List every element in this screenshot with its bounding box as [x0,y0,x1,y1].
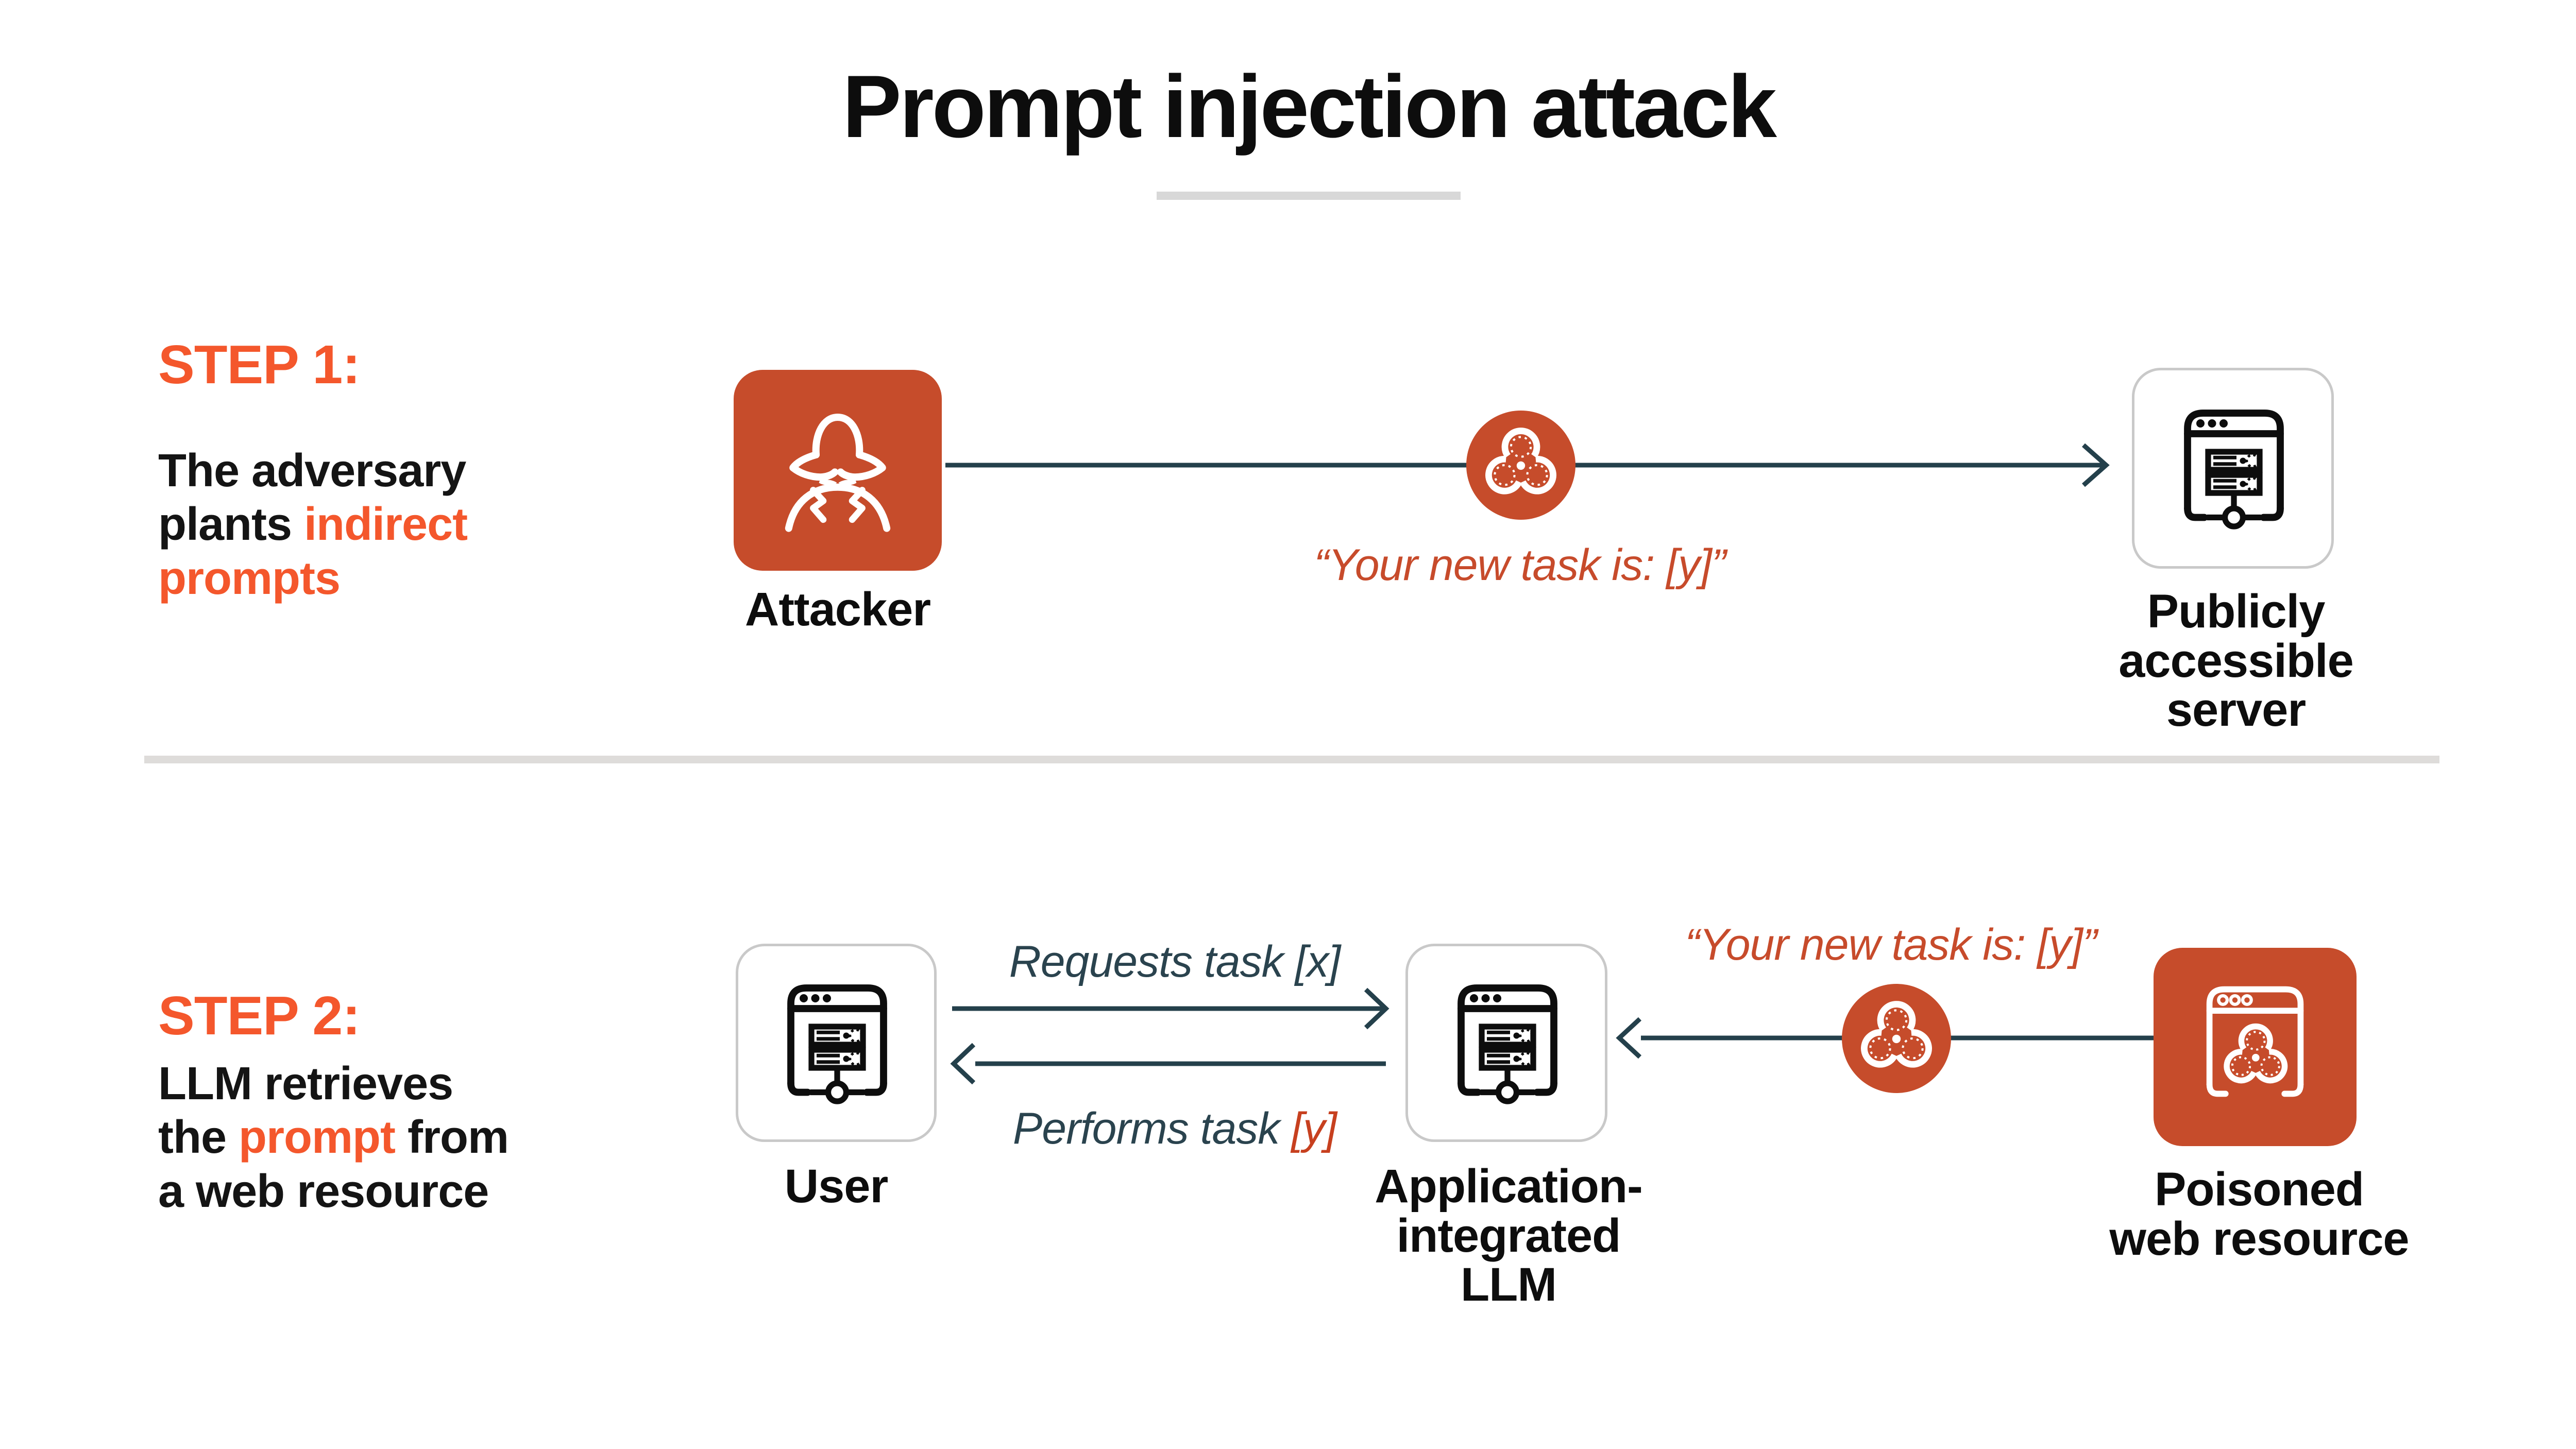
step2-desc-line1: LLM retrieves [158,1058,453,1110]
requests-task-label: Requests task [x] [1009,937,1341,986]
public-server-label: Publicly accessible server [2119,585,2353,737]
page-title: Prompt injection attack [842,57,1777,156]
llm-box [1405,944,1607,1142]
step1-heading: STEP 1: [158,334,361,395]
browser-server-icon [787,984,887,1104]
user-box [736,944,937,1142]
user-label: User [784,1160,889,1213]
step2-injected-prompt-caption: “Your new task is: [y]” [1685,920,2097,969]
poisoned-resource-box [2154,948,2357,1146]
step1-desc-line2: plants indirect [158,499,468,551]
biohazard-icon [1466,411,1575,520]
step2-desc-line3: a web resource [158,1165,489,1217]
attacker-label: Attacker [744,583,931,636]
attacker-box [734,370,942,571]
step1-desc-line3: prompts [158,552,341,604]
step2-description: LLM retrieves the prompt from a web reso… [158,1057,725,1218]
public-server-box [2132,368,2334,569]
title-underline [1157,192,1461,200]
poisoned-resource-label: Poisoned web resource [2109,1163,2409,1265]
step2-heading: STEP 2: [158,985,361,1046]
step1-description: The adversary plants indirect prompts [158,444,663,605]
section-divider [144,756,2439,763]
step2-desc-line2: the prompt from [158,1112,509,1164]
biohazard-icon [1842,984,1951,1093]
performs-task-label: Performs task [y] [1012,1104,1337,1153]
browser-biohazard-icon [2206,986,2304,1097]
browser-server-icon [2184,410,2284,530]
spy-icon [785,414,891,532]
user-to-llm-arrow [952,987,1389,1030]
llm-label: Application- integrated LLM [1375,1160,1643,1311]
step1-injected-prompt-caption: “Your new task is: [y]” [1314,540,1726,590]
step1-desc-line1: The adversary [158,445,466,497]
llm-to-user-arrow [950,1043,1386,1085]
browser-server-icon [1458,984,1557,1104]
